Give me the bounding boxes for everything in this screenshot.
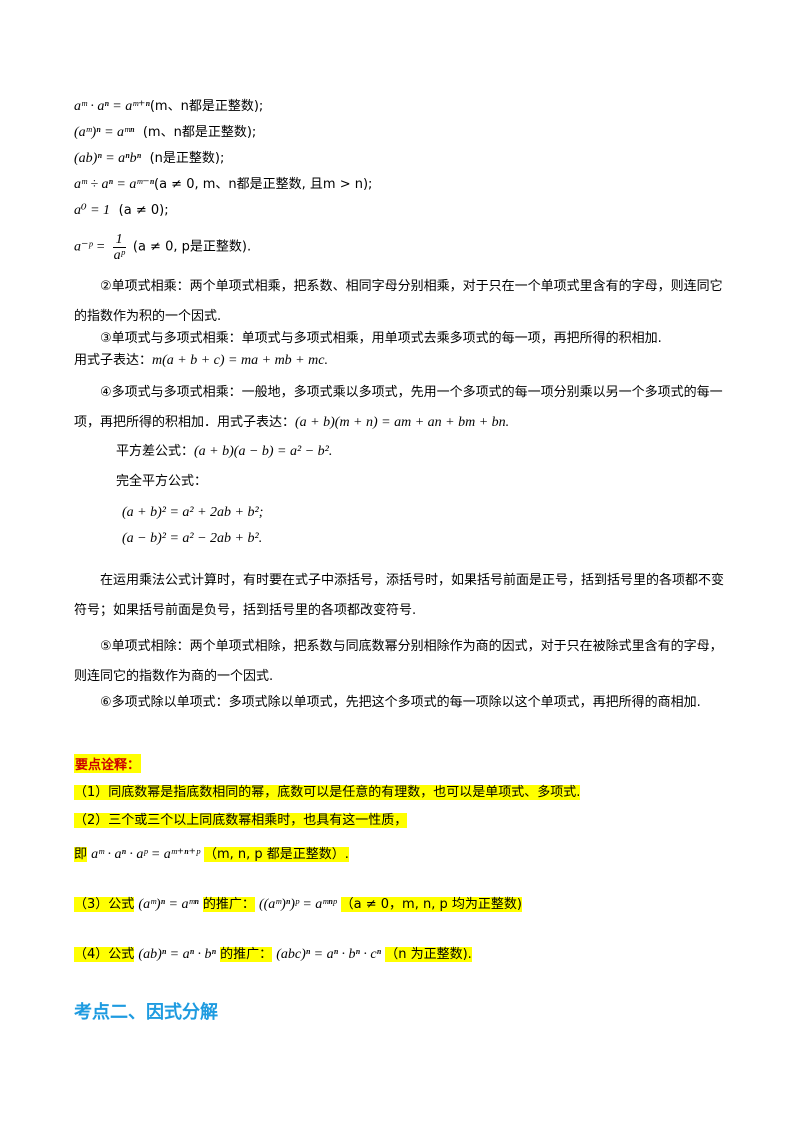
perfect-square-plus: (a + b)² = a² + 2ab + b²; — [122, 505, 264, 520]
formula-power-of-product: (ab)ⁿ = aⁿbⁿ (n是正整数); — [74, 151, 225, 166]
paragraph-bracket-rule: 在运用乘法公式计算时，有时要在式子中添括号，添括号时，如果括号前面是正号，括到括… — [74, 573, 725, 618]
section-heading: 考点二、因式分解 — [74, 1002, 218, 1023]
formula-product-of-powers: aᵐ · aⁿ = aᵐ⁺ⁿ(m、n都是正整数); — [74, 99, 264, 114]
paragraph-polynomial-polynomial: ④多项式与多项式相乘：一般地，多项式乘以多项式，先用一个多项式的每一项分别乘以另… — [74, 385, 723, 430]
formula-quotient-of-powers: aᵐ ÷ aⁿ = aᵐ⁻ⁿ(a ≠ 0, m、n都是正整数, 且m > n); — [74, 177, 373, 192]
paragraph-monomial-multiplication: ②单项式相乘：两个单项式相乘，把系数、相同字母分别相乘，对于只在一个单项式里含有… — [74, 279, 723, 324]
key-points-title: 要点诠释： — [74, 754, 142, 773]
paragraph-polynomial-division: ⑥多项式除以单项式：多项式除以单项式，先把这个多项式的每一项除以这个单项式，再把… — [100, 695, 701, 710]
paragraph-monomial-division: ⑤单项式相除：两个单项式相除，把系数与同底数幂分别相除作为商的因式，对于只在被除… — [74, 639, 723, 684]
formula-zero-exponent: a⁰ = 1 (a ≠ 0); — [74, 203, 169, 218]
paragraph-monomial-polynomial: ③单项式与多项式相乘：单项式与多项式相乘，用单项式去乘多项式的每一项，再把所得的… — [100, 331, 662, 346]
key-point-2-formula: 即 aᵐ · aⁿ · aᵖ = aᵐ⁺ⁿ⁺ᵖ （m, n, p 都是正整数）. — [74, 847, 349, 862]
key-point-3: （3）公式 (aᵐ)ⁿ = aᵐⁿ 的推广： ((aᵐ)ⁿ)ᵖ = aᵐⁿᵖ （… — [74, 897, 522, 912]
key-point-2: （2）三个或三个以上同底数幂相乘时，也具有这一性质， — [74, 813, 408, 828]
perfect-square-minus: (a − b)² = a² − 2ab + b². — [122, 531, 263, 546]
key-point-1: （1）同底数幂是指底数相同的幂，底数可以是任意的有理数，也可以是单项式、多项式. — [74, 785, 581, 800]
formula-power-of-power: (aᵐ)ⁿ = aᵐⁿ (m、n都是正整数); — [74, 125, 257, 140]
perfect-square-label: 完全平方公式： — [116, 474, 208, 489]
difference-of-squares: 平方差公式：(a + b)(a − b) = a² − b². — [116, 444, 333, 459]
expression-line-distributive: 用式子表达：m(a + b + c) = ma + mb + mc. — [74, 353, 328, 368]
key-point-4: （4）公式 (ab)ⁿ = aⁿ · bⁿ 的推广： (abc)ⁿ = aⁿ ·… — [74, 947, 472, 962]
formula-negative-exponent: a⁻ᵖ = 1 aᵖ (a ≠ 0, p是正整数). — [74, 232, 252, 263]
fraction: 1 aᵖ — [112, 232, 126, 263]
